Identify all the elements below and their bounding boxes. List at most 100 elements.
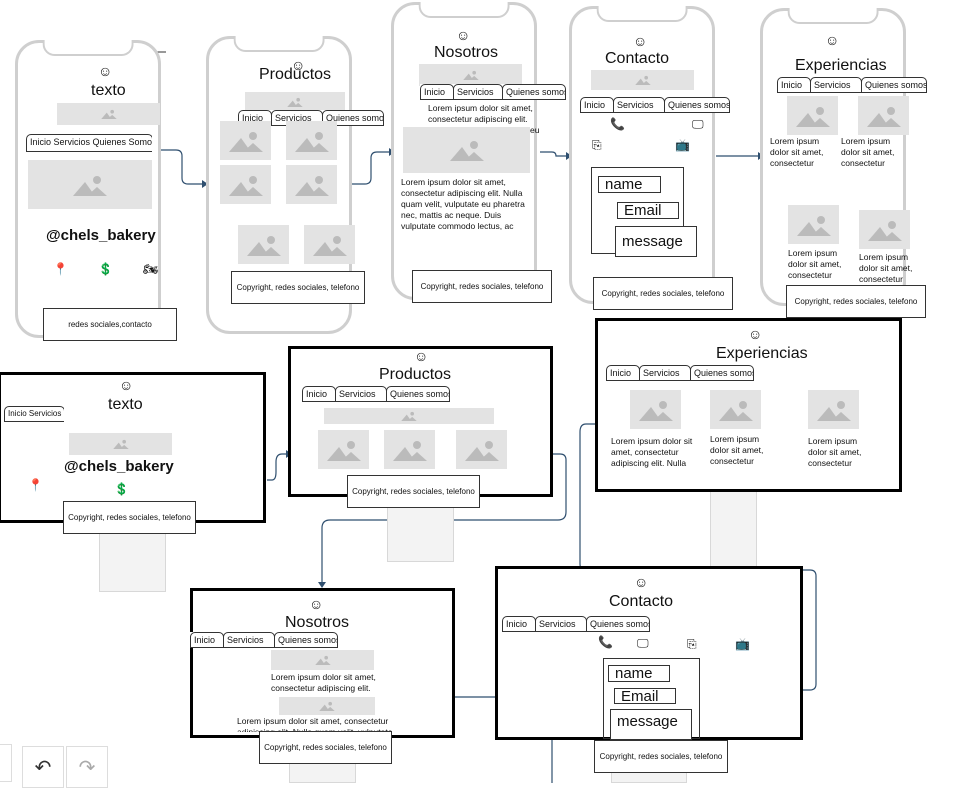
image-placeholder-icon — [788, 205, 839, 244]
name-field[interactable]: name — [598, 176, 661, 193]
phone-notch — [418, 2, 510, 18]
image-placeholder-icon — [271, 650, 374, 670]
contact-title: Contacto — [605, 50, 670, 67]
image-placeholder-icon — [28, 160, 152, 209]
dollar-icon: 💲 — [98, 262, 113, 276]
products-title: Productos — [259, 66, 332, 83]
smiley-icon: ☺ — [456, 27, 471, 43]
email-field[interactable]: Email — [614, 688, 676, 705]
dollar-icon: 💲 — [114, 482, 129, 496]
smiley-icon: ☺ — [291, 57, 306, 73]
contact-footer: Copyright, redes sociales, telefono — [593, 277, 733, 310]
desktop-products-footer: Copyright, redes sociales, telefono — [347, 475, 480, 508]
name-field[interactable]: name — [608, 665, 670, 682]
cast-icon[interactable]: ⎘ — [687, 637, 697, 651]
location-pin-icon: 📍 — [28, 478, 43, 492]
experience-card-text: Lorem ipsum dolor sit amet, consectetur — [859, 252, 913, 284]
image-placeholder-icon — [69, 433, 172, 455]
desktop-experiences-title: Experiencias — [716, 345, 808, 362]
desktop-about-title: Nosotros — [285, 614, 350, 631]
desktop-products-nav[interactable]: Inicio Servicios Quienes somos — [302, 386, 450, 402]
desktop-brand-handle: @chels_bakery — [64, 458, 174, 475]
tv-icon[interactable]: 📺 — [735, 637, 750, 651]
redo-icon[interactable]: ↷ — [66, 746, 108, 788]
experience-card-text: Lorem ipsum dolor sit amet, consectetur … — [611, 436, 693, 468]
home-footer: redes sociales,contacto — [43, 308, 177, 341]
message-field[interactable]: message — [615, 226, 697, 257]
monitor-icon[interactable]: 🖵 — [637, 636, 649, 650]
products-footer: Copyright, redes sociales, telefono — [231, 271, 365, 304]
tv-icon[interactable]: 📺 — [675, 138, 690, 152]
image-placeholder-icon — [220, 121, 271, 160]
mobile-nav-overlap[interactable]: Inicio Servicios Quienes Somos Experienc… — [26, 134, 152, 152]
monitor-stand — [710, 491, 757, 569]
location-pin-icon: 📍 — [53, 262, 68, 276]
phone-icon[interactable]: 📞 — [598, 635, 613, 649]
smiley-icon: ☺ — [633, 33, 648, 49]
desktop-products-title: Productos — [379, 366, 452, 383]
cast-icon[interactable]: ⎘ — [592, 138, 602, 152]
undo-button[interactable] — [0, 744, 12, 782]
about-title: Nosotros — [434, 44, 499, 61]
image-placeholder-icon — [630, 390, 681, 429]
image-placeholder-icon — [787, 96, 838, 135]
desktop-nav-overlap[interactable]: Inicio Servicios Quienes Somos Experienc… — [4, 406, 64, 422]
experiences-title: Experiencias — [795, 57, 887, 74]
desktop-contact-nav[interactable]: Inicio Servicios Quienes somos — [502, 616, 650, 632]
mobile-experiences-frame — [760, 8, 906, 306]
image-placeholder-icon — [238, 225, 289, 264]
smiley-icon: ☺ — [414, 348, 429, 364]
phone-notch — [233, 36, 325, 52]
desktop-about-body: Lorem ipsum dolor sit amet, consectetur … — [237, 716, 393, 732]
desktop-contact-title: Contacto — [609, 593, 674, 610]
about-footer: Copyright, redes sociales, telefono — [412, 270, 552, 303]
image-placeholder-icon — [318, 430, 369, 469]
email-field[interactable]: Email — [617, 202, 679, 219]
products-nav[interactable]: Inicio Servicios Quienes somos — [238, 110, 384, 126]
image-placeholder-icon — [456, 430, 507, 469]
phone-icon[interactable]: 📞 — [610, 117, 625, 131]
desktop-home-footer: Copyright, redes sociales, telefono — [63, 501, 196, 534]
image-placeholder-icon — [304, 225, 355, 264]
experience-card-text: Lorem ipsum dolor sit amet, consectetur — [710, 434, 764, 466]
experience-card-text: Lorem ipsum dolor sit amet, consectetur — [841, 136, 895, 168]
phone-notch — [596, 6, 688, 22]
experience-card-text: Lorem ipsum dolor sit amet, consectetur — [808, 436, 862, 468]
smiley-icon: ☺ — [309, 596, 324, 612]
image-placeholder-icon — [384, 430, 435, 469]
image-placeholder-icon — [403, 127, 530, 173]
smiley-icon: ☺ — [825, 32, 840, 48]
home-title: texto — [91, 82, 126, 99]
experiences-nav[interactable]: Inicio Servicios Quienes somos — [777, 77, 927, 93]
image-placeholder-icon — [808, 390, 859, 429]
message-field[interactable]: message — [610, 709, 692, 740]
image-placeholder-icon — [57, 103, 160, 125]
motorcycle-icon: 🏍 — [143, 262, 159, 276]
image-placeholder-icon — [710, 390, 761, 429]
image-placeholder-icon — [419, 64, 522, 86]
image-placeholder-icon — [286, 165, 337, 204]
image-placeholder-icon — [245, 92, 345, 112]
undo-icon[interactable]: ↶ — [22, 746, 64, 788]
phone-notch — [787, 8, 879, 24]
about-nav[interactable]: Inicio Servicios Quienes somos — [420, 84, 566, 100]
experiences-footer: Copyright, redes sociales, telefono — [786, 285, 926, 318]
experience-card-text: Lorem ipsum dolor sit amet, consectetur — [770, 136, 824, 168]
image-placeholder-icon — [591, 70, 694, 90]
phone-notch — [42, 40, 134, 56]
image-placeholder-icon — [279, 697, 375, 715]
desktop-about-nav[interactable]: Inicio Servicios Quienes somos — [190, 632, 338, 648]
image-placeholder-icon — [286, 121, 337, 160]
smiley-icon: ☺ — [748, 326, 763, 342]
smiley-icon: ☺ — [634, 574, 649, 590]
monitor-icon[interactable]: 🖵 — [692, 117, 704, 131]
experience-card-text: Lorem ipsum dolor sit amet, consectetur — [788, 248, 842, 280]
about-body-text: Lorem ipsum dolor sit amet, consectetur … — [401, 177, 525, 231]
contact-nav[interactable]: Inicio Servicios Quienes somos — [580, 97, 730, 113]
image-placeholder-icon — [324, 408, 494, 424]
image-placeholder-icon — [858, 96, 909, 135]
desktop-experiences-nav[interactable]: Inicio Servicios Quienes somos — [606, 365, 754, 381]
desktop-home-title: texto — [108, 396, 143, 413]
brand-handle: @chels_bakery — [46, 227, 156, 244]
smiley-icon: ☺ — [119, 377, 134, 393]
